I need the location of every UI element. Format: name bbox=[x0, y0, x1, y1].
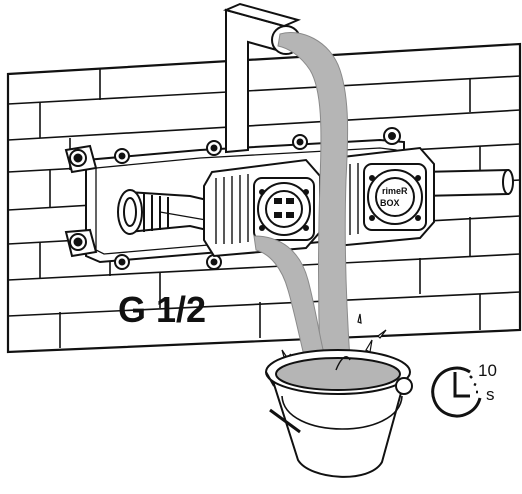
timer-value: 10 bbox=[478, 361, 497, 380]
outlet-stub bbox=[419, 168, 514, 198]
mounting-ear-top-mid bbox=[114, 127, 401, 270]
clock-icon bbox=[431, 366, 482, 418]
mounting-ear-bottom-left bbox=[64, 228, 98, 258]
cartridge-box-right bbox=[321, 146, 435, 248]
box-logo-line1: rimeR bbox=[382, 186, 408, 196]
cartridge-box-left bbox=[203, 158, 321, 258]
bucket bbox=[265, 349, 413, 478]
thread-size-label: G 1/2 bbox=[118, 289, 206, 330]
mounting-ear-top-left bbox=[64, 144, 98, 174]
timer-unit: s bbox=[486, 385, 495, 404]
box-logo-line2: BOX bbox=[380, 198, 400, 208]
